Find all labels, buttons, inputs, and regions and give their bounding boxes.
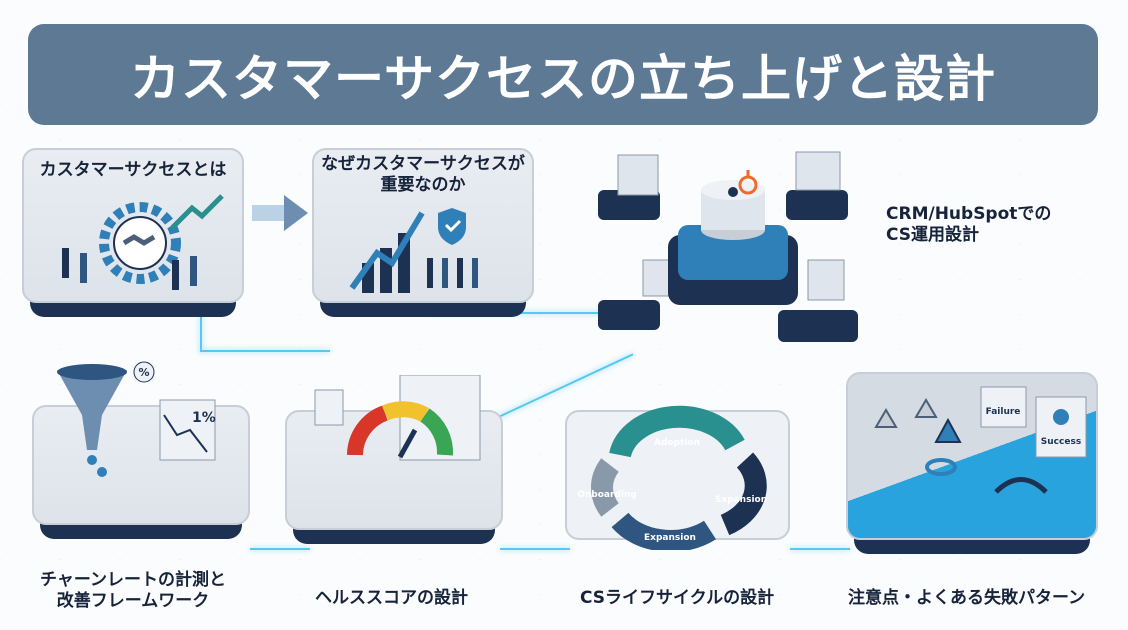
success-sign: Success (1041, 437, 1081, 447)
page-title: カスタマーサクセスの立ち上げと設計 (130, 49, 996, 108)
lifecycle-cycle-diagram: Adoption Sxpansion Expansion Onboarding (577, 405, 767, 550)
panel-label-lifecycle: CSライフサイクルの設計 (580, 588, 775, 608)
funnel-chart-illustration: % 1% (57, 361, 216, 477)
stage-adoption: Adoption (654, 438, 700, 448)
arrow-right-icon (252, 195, 308, 231)
panel-why-cs-matters: なぜカスタマーサクセスが重要なのか (312, 148, 534, 317)
growth-chart-shield-icon (349, 208, 478, 293)
panel-label: なぜカスタマーサクセスが重要なのか (321, 154, 525, 196)
panel-crm-hubspot (598, 150, 880, 350)
connector-line (200, 350, 330, 352)
title-banner: カスタマーサクセスの立ち上げと設計 (28, 24, 1098, 125)
panel-surface (312, 148, 534, 303)
stage-expansion: Expansion (644, 533, 696, 543)
gauge-illustration (314, 375, 481, 461)
connector-line (500, 548, 570, 550)
crm-database-hub-illustration (598, 151, 858, 342)
panel-pitfalls: Failure Success (846, 372, 1098, 554)
failure-success-illustration: Failure Success (874, 386, 1087, 494)
connector-line (250, 548, 310, 550)
gear-handshake-icon (62, 194, 224, 290)
stage-sxpansion: Sxpansion (715, 495, 767, 505)
panel-what-is-cs: カスタマーサクセスとは (22, 148, 244, 317)
panel-cs-lifecycle: Adoption Sxpansion Expansion Onboarding (565, 405, 790, 550)
failure-sign: Failure (986, 407, 1021, 417)
panel-churn-rate: % 1% (32, 361, 250, 539)
connector-line (200, 312, 202, 352)
stage-onboarding: Onboarding (577, 490, 637, 500)
percent-badge: % (138, 366, 149, 379)
panel-label-churn: チャーンレートの計測と改善フレームワーク (40, 570, 226, 612)
panel-health-score (285, 375, 503, 544)
chart-value-text: 1% (192, 410, 216, 426)
connector-line (790, 548, 850, 550)
panel-label-health: ヘルススコアの設計 (315, 588, 468, 608)
panel-label-pitfalls: 注意点・よくある失敗パターン (848, 588, 1086, 608)
panel-label: カスタマーサクセスとは (39, 160, 227, 180)
